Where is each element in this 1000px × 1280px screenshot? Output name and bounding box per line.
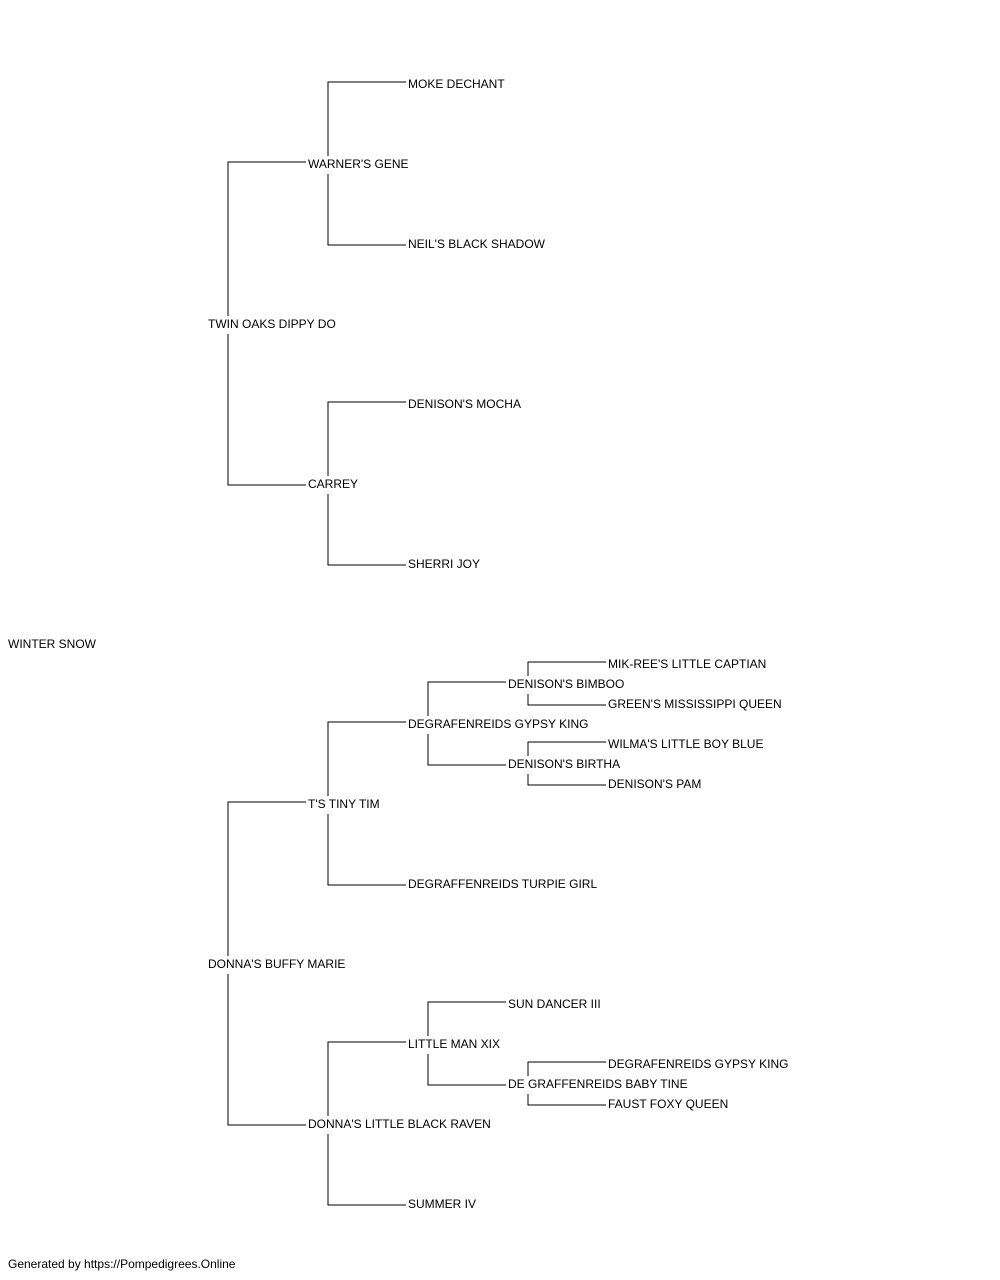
paternal-grandsire-name: WARNER'S GENE xyxy=(308,157,409,171)
names: WINTER SNOW TWIN OAKS DIPPY DO WARNER'S … xyxy=(8,77,789,1211)
connector xyxy=(327,494,406,566)
ancestor-name: DE GRAFFENREIDS BABY TINE xyxy=(508,1077,688,1091)
connector xyxy=(427,1054,506,1086)
ancestor-name: MOKE DECHANT xyxy=(408,77,505,91)
ancestor-name: LITTLE MAN XIX xyxy=(408,1037,500,1051)
connector xyxy=(527,774,606,786)
connector xyxy=(227,974,306,1126)
connector xyxy=(327,814,406,886)
ancestor-name: DENISON'S BIMBOO xyxy=(508,677,624,691)
connector-lines xyxy=(227,81,606,1206)
connector xyxy=(327,1134,406,1206)
ancestor-name: SHERRI JOY xyxy=(408,557,480,571)
connector xyxy=(327,1041,406,1116)
connector xyxy=(427,1001,506,1036)
connector xyxy=(527,1094,606,1106)
connector xyxy=(227,334,306,486)
connector xyxy=(327,81,406,156)
maternal-granddam-name: DONNA'S LITTLE BLACK RAVEN xyxy=(308,1117,491,1131)
ancestor-name: DENISON'S BIRTHA xyxy=(508,757,620,771)
ancestor-name: DENISON'S PAM xyxy=(608,777,701,791)
ancestor-name: DEGRAFENREIDS GYPSY KING xyxy=(608,1057,789,1071)
connector xyxy=(527,694,606,706)
connector xyxy=(327,174,406,246)
sire-name: TWIN OAKS DIPPY DO xyxy=(208,317,336,331)
connector xyxy=(327,401,406,476)
connector xyxy=(427,734,506,766)
connector xyxy=(327,721,406,796)
ancestor-name: DEGRAFENREIDS GYPSY KING xyxy=(408,717,589,731)
connector xyxy=(527,661,606,676)
ancestor-name: NEIL'S BLACK SHADOW xyxy=(408,237,546,251)
connector xyxy=(527,1061,606,1076)
ancestor-name: GREEN'S MISSISSIPPI QUEEN xyxy=(608,697,782,711)
ancestor-name: WILMA'S LITTLE BOY BLUE xyxy=(608,737,763,751)
maternal-grandsire-name: T'S TINY TIM xyxy=(308,797,380,811)
connector xyxy=(227,161,306,316)
ancestor-name: SUMMER IV xyxy=(408,1197,476,1211)
paternal-granddam-name: CARREY xyxy=(308,477,358,491)
ancestor-name: FAUST FOXY QUEEN xyxy=(608,1097,728,1111)
dam-name: DONNA'S BUFFY MARIE xyxy=(208,957,345,971)
ancestor-name: DEGRAFFENREIDS TURPIE GIRL xyxy=(408,877,597,891)
connector xyxy=(527,741,606,756)
subject-name: WINTER SNOW xyxy=(8,637,97,651)
ancestor-name: DENISON'S MOCHA xyxy=(408,397,521,411)
ancestor-name: SUN DANCER III xyxy=(508,997,601,1011)
connector xyxy=(227,801,306,956)
connector xyxy=(427,681,506,716)
footer-credit: Generated by https://Pompedigrees.Online xyxy=(8,1257,236,1271)
ancestor-name: MIK-REE'S LITTLE CAPTIAN xyxy=(608,657,766,671)
